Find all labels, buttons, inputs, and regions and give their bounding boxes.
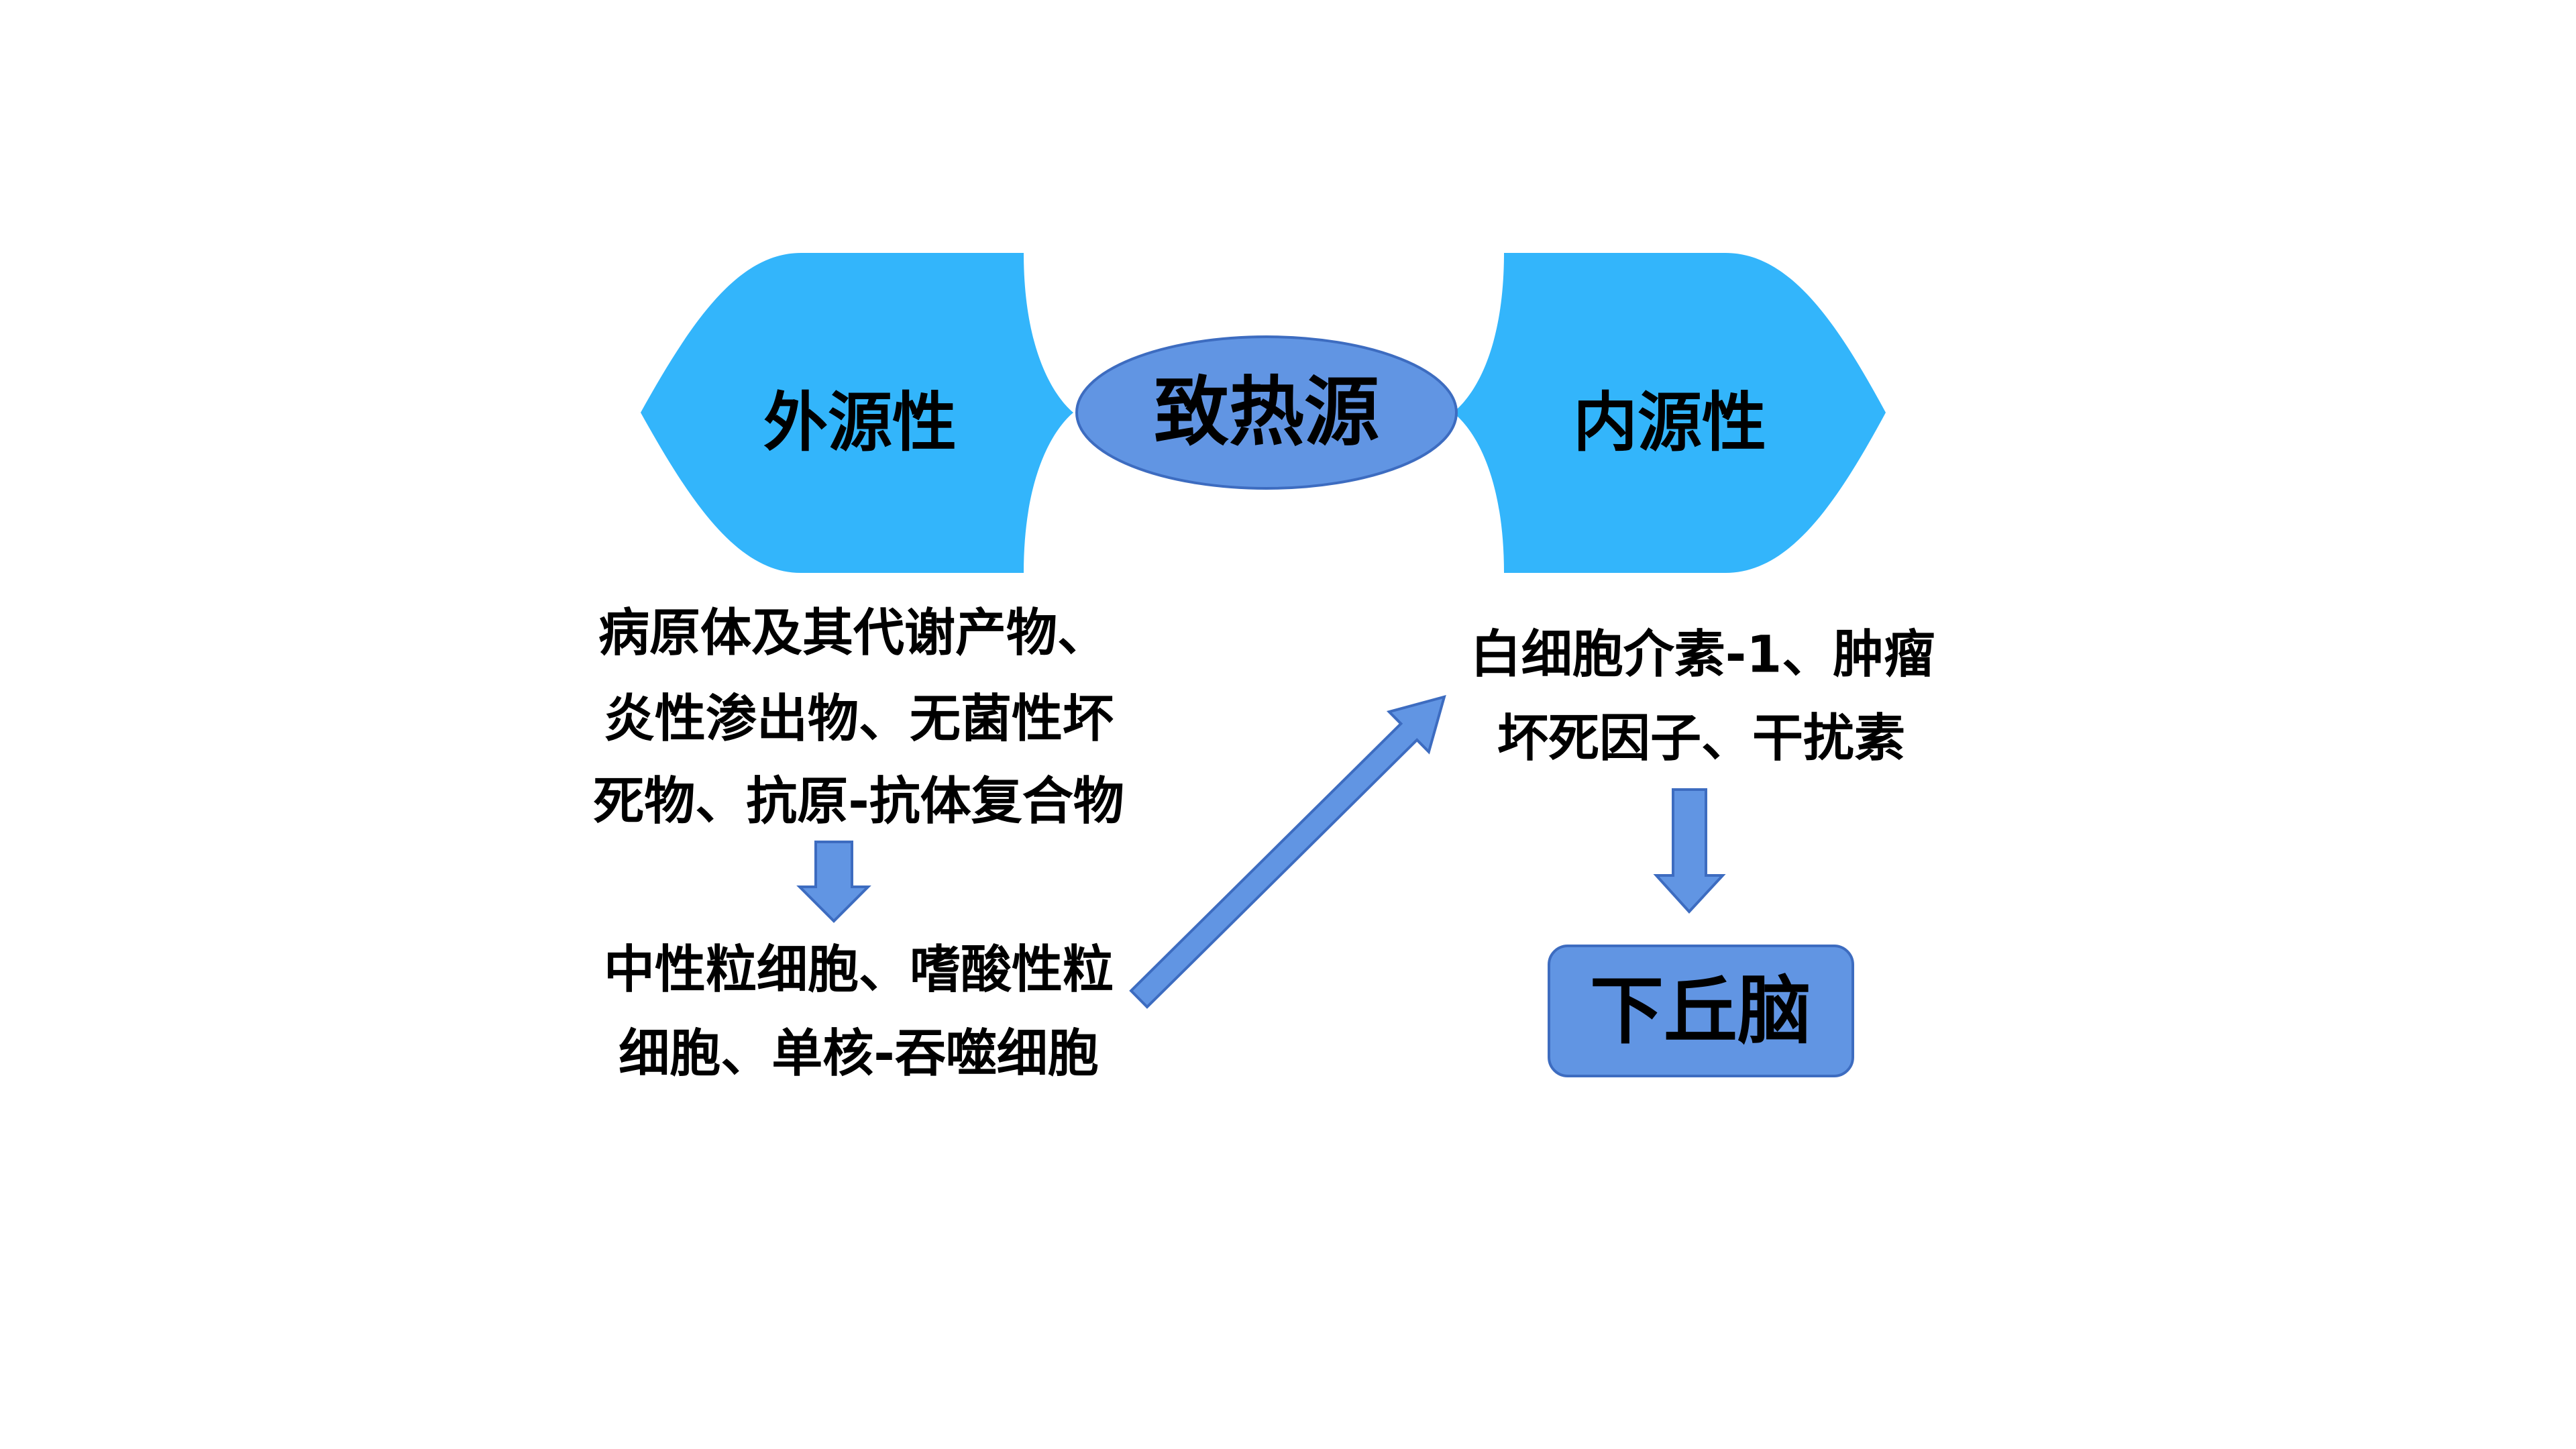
pyrogen-node [1075, 335, 1458, 490]
down-arrow-icon [1653, 788, 1726, 914]
hypothalamus-label: 下丘脑 [1590, 968, 1811, 1054]
exogenous-source-line: 炎性渗出物、无菌性坏 [604, 689, 1114, 749]
exogenous-category-shape [641, 253, 1073, 573]
endogenous-factor-line: 白细胞介素-1、肿瘤 [1470, 625, 1935, 684]
producing-cells: 中性粒细胞、嗜酸性粒 细胞、单核-吞噬细胞 [604, 940, 1114, 1083]
producing-cells-line: 中性粒细胞、嗜酸性粒 [604, 940, 1114, 1000]
producing-cells-line: 细胞、单核-吞噬细胞 [619, 1024, 1099, 1083]
endogenous-factors: 白细胞介素-1、肿瘤 坏死因子、干扰素 [1470, 625, 1935, 768]
endogenous-category-shape [1453, 253, 1886, 573]
endogenous-factor-line: 坏死因子、干扰素 [1497, 708, 1905, 768]
pyrogen-label: 致热源 [1154, 369, 1379, 456]
hypothalamus-node [1548, 945, 1854, 1077]
exogenous-label: 外源性 [763, 385, 957, 460]
down-arrow-icon [796, 841, 871, 923]
endogenous-label: 内源性 [1573, 385, 1766, 460]
exogenous-sources: 病原体及其代谢产物、 炎性渗出物、无菌性坏 死物、抗原-抗体复合物 [593, 603, 1124, 831]
diagonal-arrow-icon [1129, 694, 1446, 1009]
exogenous-source-line: 死物、抗原-抗体复合物 [593, 771, 1124, 831]
exogenous-source-line: 病原体及其代谢产物、 [598, 603, 1108, 663]
